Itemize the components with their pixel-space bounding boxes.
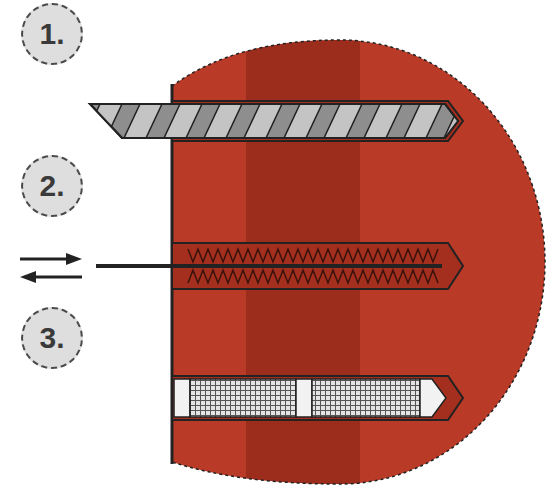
wall-outline [172, 40, 545, 484]
step-circle: 2. [21, 155, 83, 217]
step-number: 3. [39, 321, 64, 355]
brush-rod [96, 264, 442, 268]
back-and-forth-arrows [20, 253, 82, 283]
drill-bit [84, 104, 482, 138]
step-circle: 1. [21, 3, 83, 65]
anchor-hole [172, 376, 463, 420]
mesh-sleeve [174, 379, 446, 417]
step-circle: 3. [21, 307, 83, 369]
step-number: 1. [39, 17, 64, 51]
step-number: 2. [39, 169, 64, 203]
